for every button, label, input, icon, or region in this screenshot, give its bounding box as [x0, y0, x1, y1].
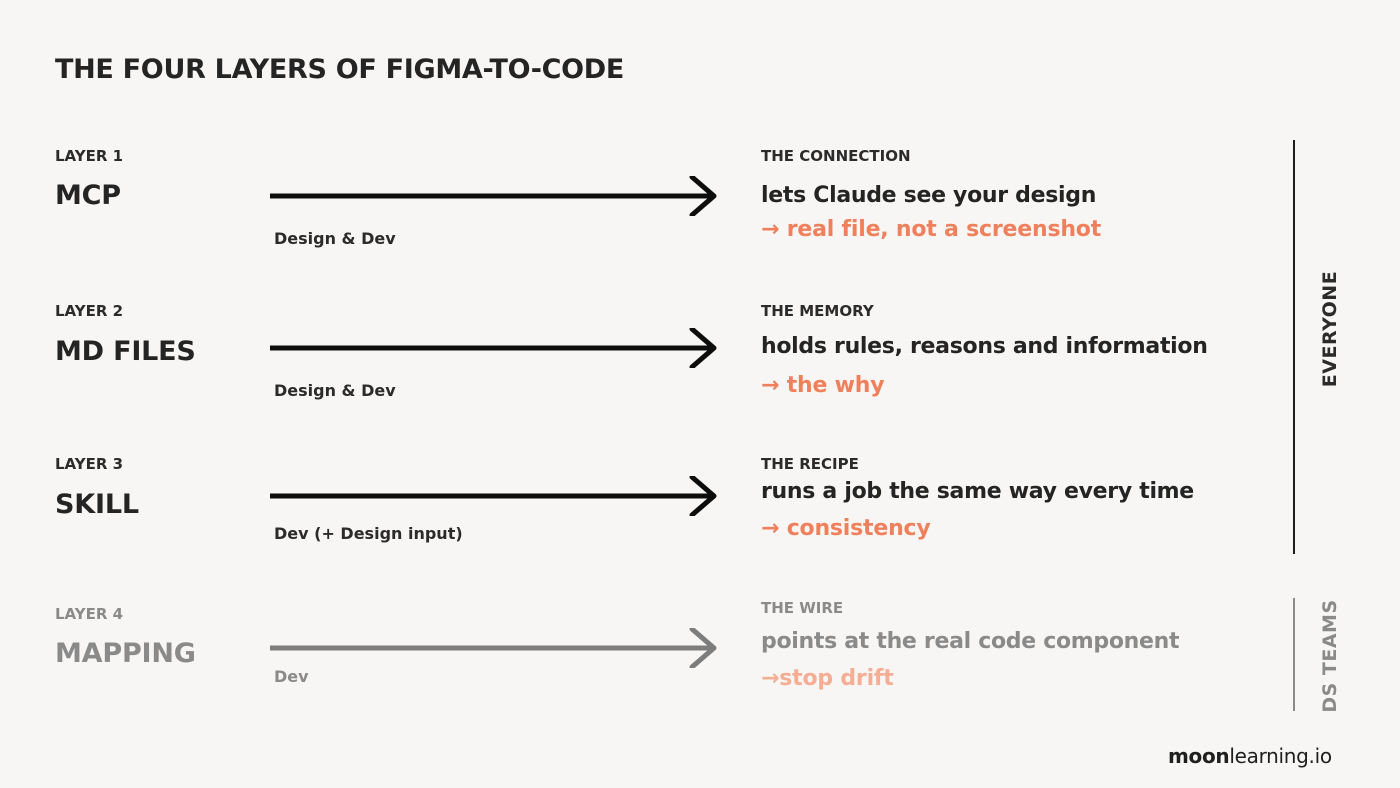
layer-name: MD FILES	[55, 336, 196, 367]
right-arrow-icon	[270, 628, 717, 668]
audience-label: Design & Dev	[274, 381, 396, 400]
right-arrow-icon	[270, 176, 717, 216]
layer-description: holds rules, reasons and information	[761, 334, 1208, 359]
group-divider-ds-teams	[1293, 598, 1295, 711]
layer-name: SKILL	[55, 489, 139, 520]
group-label-ds-teams: DS TEAMS	[1319, 599, 1341, 713]
layer-number: LAYER 3	[55, 455, 124, 473]
audience-label: Dev	[274, 667, 309, 686]
layer-outcome: → real file, not a screenshot	[761, 217, 1102, 242]
layer-number: LAYER 4	[55, 605, 124, 623]
layer-description: lets Claude see your design	[761, 183, 1097, 208]
layer-description: runs a job the same way every time	[761, 479, 1194, 504]
group-label-everyone: EVERYONE	[1319, 270, 1341, 388]
logo-bold-part: moon	[1168, 744, 1230, 768]
page-title: THE FOUR LAYERS OF FIGMA-TO-CODE	[55, 54, 625, 85]
audience-label: Dev (+ Design input)	[274, 524, 463, 543]
layer-kicker: THE CONNECTION	[761, 147, 911, 165]
layer-kicker: THE RECIPE	[761, 455, 859, 473]
layer-kicker: THE WIRE	[761, 599, 844, 617]
layer-outcome: → the why	[761, 373, 885, 398]
layer-name: MAPPING	[55, 638, 196, 669]
layer-kicker: THE MEMORY	[761, 302, 874, 320]
layer-number: LAYER 2	[55, 302, 124, 320]
audience-label: Design & Dev	[274, 229, 396, 248]
layer-number: LAYER 1	[55, 147, 124, 165]
layer-outcome: →stop drift	[761, 666, 894, 691]
right-arrow-icon	[270, 476, 717, 516]
logo-regular-part: learning.io	[1229, 744, 1332, 768]
layer-outcome: → consistency	[761, 516, 931, 541]
layer-description: points at the real code component	[761, 629, 1180, 654]
layer-name: MCP	[55, 180, 121, 211]
group-divider-everyone	[1293, 140, 1295, 554]
brand-logo: moonlearning.io	[1168, 744, 1332, 768]
right-arrow-icon	[270, 328, 717, 368]
